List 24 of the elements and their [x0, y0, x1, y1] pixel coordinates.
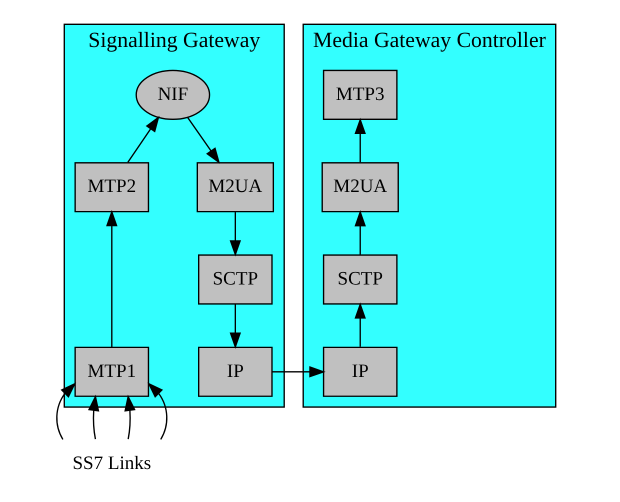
arrow — [56, 382, 76, 440]
arrow — [147, 382, 168, 440]
node-box: SCTP — [322, 254, 398, 305]
arrow — [354, 210, 366, 254]
node-box: SCTP — [198, 254, 273, 305]
node-box: M2UA — [196, 162, 274, 212]
node-text: SS7 Links — [72, 453, 152, 474]
node-box: MTP1 — [74, 346, 150, 397]
node-box: MTP3 — [322, 70, 398, 120]
arrow — [88, 394, 100, 440]
arrow — [124, 394, 136, 440]
node-ellipse: NIF — [136, 70, 210, 120]
node-box: M2UA — [322, 162, 399, 212]
arrow — [230, 212, 242, 257]
arrow — [187, 117, 220, 164]
arrow — [127, 116, 160, 163]
arrow — [230, 304, 242, 349]
arrow — [354, 118, 366, 162]
arrow — [106, 210, 118, 348]
node-box: MTP2 — [74, 162, 150, 212]
arrow — [354, 302, 366, 347]
node-box: IP — [198, 346, 273, 397]
node-box: IP — [322, 346, 398, 397]
arrow — [272, 366, 326, 378]
